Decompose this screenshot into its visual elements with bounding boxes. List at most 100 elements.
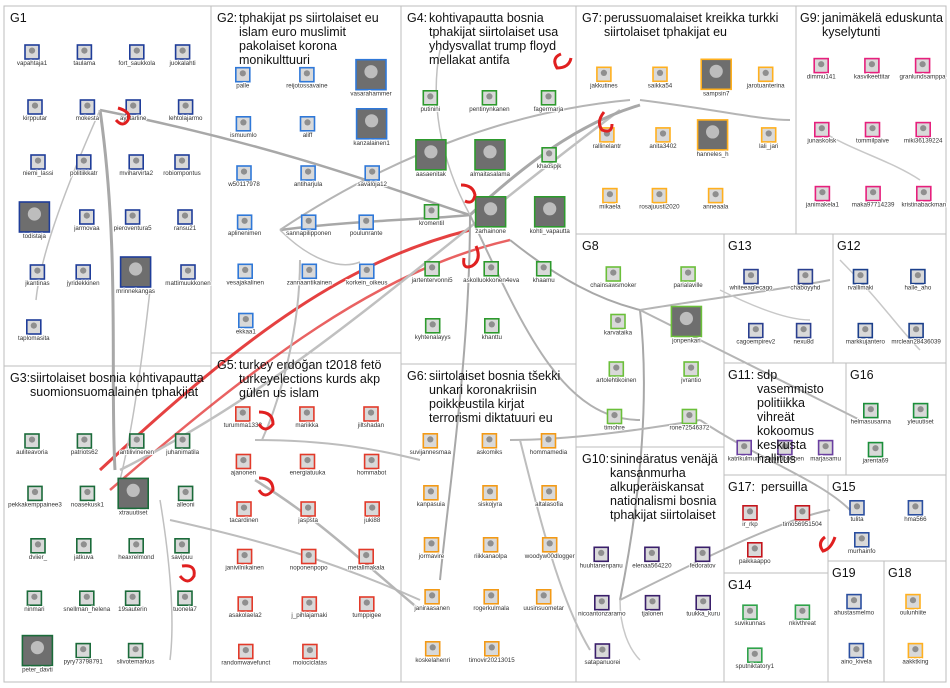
account-node[interactable]: patriots62 (71, 434, 99, 456)
account-node[interactable]: todistaja (19, 202, 49, 240)
account-node[interactable]: chaboyyhd (790, 270, 820, 292)
account-node[interactable]: kohti_vapautta (530, 197, 571, 235)
account-node[interactable]: noasekusk1 (71, 486, 105, 508)
account-node[interactable]: aplinenimen (228, 215, 262, 237)
account-node[interactable]: jkantinas (24, 265, 49, 287)
account-node[interactable]: miki36139224 (904, 123, 943, 145)
account-node[interactable]: peter_davti (22, 636, 53, 674)
account-node[interactable]: pyry73798791 (64, 644, 104, 666)
account-node[interactable]: juokalahti (169, 45, 196, 67)
account-node[interactable]: elenaa564220 (632, 547, 672, 569)
account-node[interactable]: halle_aho (904, 270, 931, 292)
account-node[interactable]: chainsawsmoker (590, 267, 636, 289)
account-node[interactable]: zannaantikainen (287, 264, 333, 286)
account-node[interactable]: savipuu (171, 539, 193, 561)
account-node[interactable]: mokesta (76, 100, 100, 122)
account-node[interactable]: timovir20213015 (469, 642, 515, 664)
account-node[interactable]: hanneles_h (697, 120, 730, 158)
account-node[interactable]: karvataika (604, 315, 633, 337)
account-node[interactable]: 19sauterin (118, 591, 147, 613)
account-node[interactable]: nexu8d (793, 324, 814, 346)
account-node[interactable]: juki88 (363, 502, 381, 524)
account-node[interactable]: poulunrante (350, 215, 383, 237)
account-node[interactable]: hommabot (357, 455, 387, 477)
account-node[interactable]: almaitasalama (470, 140, 510, 178)
account-node[interactable]: suvijannesmaa (410, 434, 452, 456)
account-node[interactable]: ahustasmelmo (834, 595, 875, 617)
account-node[interactable]: kristinabackman (901, 187, 946, 209)
account-node[interactable]: riikkanaolpa (474, 538, 508, 560)
account-node[interactable]: pekkakemppainee3 (8, 486, 62, 508)
account-node[interactable]: taulama (73, 45, 96, 67)
account-node[interactable]: ransu21 (174, 210, 197, 232)
account-node[interactable]: granlundsamppa (900, 59, 947, 81)
account-node[interactable]: lehtolajarmo (169, 100, 203, 122)
account-node[interactable]: satapanuorei (585, 644, 621, 666)
account-node[interactable]: xtrauutiset (118, 478, 148, 516)
account-node[interactable]: mariikka (295, 407, 319, 429)
account-node[interactable]: mrinnekangas (116, 257, 155, 295)
account-node[interactable]: tjalonen (642, 596, 664, 618)
account-node[interactable]: antilivinenen (120, 434, 155, 456)
account-node[interactable]: randomwavefunct (221, 645, 270, 667)
account-node[interactable]: vapahtaja1 (17, 45, 48, 67)
account-node[interactable]: khanttu (482, 319, 503, 341)
account-node[interactable]: nkivthreat (789, 605, 816, 627)
account-node[interactable]: janivilnikainen (224, 550, 264, 572)
account-node[interactable]: taplomasita (18, 320, 50, 342)
account-node[interactable]: tuonela7 (173, 591, 197, 613)
account-node[interactable]: kasvikeettitar (854, 59, 890, 81)
account-node[interactable]: fagermarja (534, 91, 564, 113)
account-node[interactable]: koskelahenri (415, 642, 450, 664)
account-node[interactable]: kromentil (419, 205, 444, 227)
account-node[interactable]: huuhtanenpanu (580, 547, 624, 569)
account-node[interactable]: sputniktatory1 (736, 648, 775, 670)
account-node[interactable]: kanpasuia (417, 486, 446, 508)
account-node[interactable]: dviier_ (29, 539, 48, 561)
account-node[interactable]: rosajuusti2020 (639, 189, 680, 211)
account-node[interactable]: tacardinen (230, 502, 259, 524)
account-node[interactable]: auliteavoria (16, 434, 48, 456)
account-node[interactable]: ajanonen (231, 455, 257, 477)
account-node[interactable]: jatkuva (73, 539, 94, 561)
account-node[interactable]: asakolaela2 (229, 597, 263, 619)
account-node[interactable]: politiikkatr (70, 155, 98, 177)
account-node[interactable]: jormavire (418, 538, 445, 560)
account-node[interactable]: vasarahammer (350, 60, 391, 98)
account-node[interactable]: maka97714239 (852, 187, 895, 209)
account-node[interactable]: reijotossavaine (286, 68, 328, 90)
account-node[interactable]: jarotuanterina (746, 67, 785, 89)
account-node[interactable]: vesajakalinen (226, 264, 264, 286)
account-node[interactable]: aakktking (902, 644, 929, 666)
account-node[interactable]: timo56951504 (783, 506, 823, 528)
account-node[interactable]: jarenta69 (862, 443, 889, 465)
account-node[interactable]: tumppigee (352, 597, 381, 619)
account-node[interactable]: jaspsta (297, 502, 318, 524)
account-node[interactable]: mikaela (599, 189, 621, 211)
account-node[interactable]: kanzalainen1 (353, 109, 390, 147)
account-node[interactable]: niemi_lassi (23, 155, 54, 177)
account-node[interactable]: ekkaa1 (236, 314, 257, 336)
account-node[interactable]: hma566 (904, 501, 927, 523)
account-node[interactable]: junaskolsk (806, 123, 837, 145)
account-node[interactable]: khaamu (533, 262, 556, 284)
account-node[interactable]: cagoempirev2 (736, 324, 775, 346)
account-node[interactable]: pieroventura5 (114, 210, 152, 232)
account-node[interactable]: ismuumlo (230, 117, 257, 139)
account-node[interactable]: jvrantio (680, 362, 702, 384)
account-node[interactable]: kyhtenalayys (415, 319, 451, 341)
account-node[interactable]: janimakela1 (805, 187, 840, 209)
account-node[interactable]: w50117978 (227, 166, 260, 188)
account-node[interactable]: sampsin7 (701, 59, 731, 97)
account-node[interactable]: nicoantonzaramo (578, 596, 626, 618)
account-node[interactable]: helmasusanna (851, 404, 892, 426)
account-node[interactable]: jiltshadan (357, 407, 385, 429)
account-node[interactable]: energiatuuka (290, 455, 326, 477)
account-node[interactable]: marjasamu (810, 441, 841, 463)
account-node[interactable]: tulita (850, 501, 864, 523)
account-node[interactable]: heaxrelmond (118, 539, 154, 561)
account-node[interactable]: oulunhiite (900, 595, 927, 617)
account-node[interactable]: anita3402 (649, 128, 677, 150)
account-node[interactable]: dimmu141 (807, 59, 836, 81)
account-node[interactable]: anneaala (703, 189, 729, 211)
